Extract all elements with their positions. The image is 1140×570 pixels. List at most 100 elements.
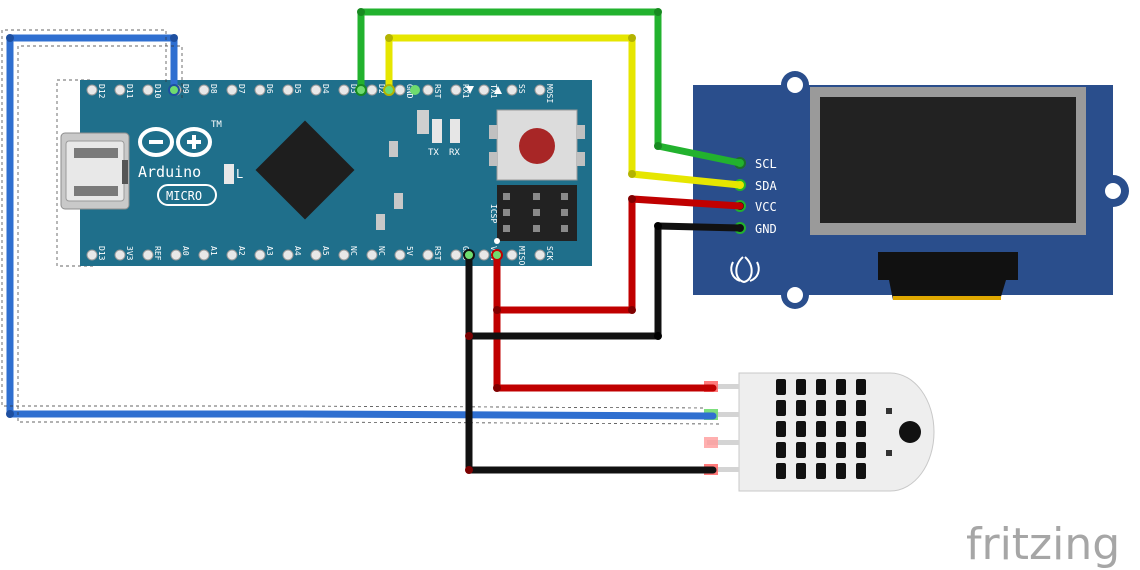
- header-pin[interactable]: [142, 84, 154, 96]
- oled-pin-label: VCC: [755, 200, 777, 214]
- arduino-brand-suffix: L: [236, 167, 243, 181]
- pin-label: RX1: [461, 84, 470, 99]
- grille-slot: [816, 463, 826, 479]
- sensor-mount-hole: [899, 421, 921, 443]
- header-pin[interactable]: [366, 249, 378, 261]
- grille-slot: [796, 463, 806, 479]
- pin-label: D2: [377, 84, 386, 94]
- header-pin[interactable]: [534, 249, 546, 261]
- header-pin[interactable]: [450, 84, 462, 96]
- pin-connection: [168, 84, 180, 96]
- header-pin[interactable]: [114, 84, 126, 96]
- sensor-vent: [886, 450, 892, 456]
- header-pin[interactable]: [338, 84, 350, 96]
- model-badge: [157, 184, 217, 206]
- pin-label: A2: [237, 246, 246, 256]
- header-pin[interactable]: [506, 84, 518, 96]
- yellow-sda-wire[interactable]: [385, 34, 744, 189]
- tx-label: TX: [428, 148, 439, 158]
- header-pin[interactable]: [86, 84, 98, 96]
- oled-display-module[interactable]: SCL SDA VCC GND: [693, 71, 1129, 309]
- header-pin[interactable]: [450, 249, 462, 261]
- header-pin[interactable]: [338, 249, 350, 261]
- black-gnd-wire[interactable]: [465, 222, 744, 474]
- seeed-logo-icon: [730, 261, 760, 282]
- sensor-pin-1: [707, 384, 739, 389]
- capacitor: [389, 141, 398, 157]
- pin-connection: [463, 249, 475, 261]
- pin-connection: [355, 84, 367, 96]
- pin-label: RST: [433, 246, 442, 261]
- header-pin[interactable]: [254, 84, 266, 96]
- pin-label: D9: [181, 84, 190, 94]
- dht22-sensor[interactable]: [704, 372, 935, 492]
- header-pin[interactable]: [86, 249, 98, 261]
- header-pin[interactable]: [394, 249, 406, 261]
- header-pin[interactable]: [478, 249, 490, 261]
- grille-slot: [836, 463, 846, 479]
- grille-slot: [776, 421, 786, 437]
- arduino-micro-board[interactable]: TM Arduino L MICRO TX RX: [56, 79, 592, 267]
- header-pin[interactable]: [142, 249, 154, 261]
- header-pin[interactable]: [170, 249, 182, 261]
- pin-connection: [491, 249, 503, 261]
- header-pin[interactable]: [422, 249, 434, 261]
- flex-cable: [878, 252, 1018, 300]
- header-pin[interactable]: [198, 249, 210, 261]
- pin-label: D6: [265, 84, 274, 94]
- oled-screen: [820, 97, 1076, 223]
- seeed-logo-icon: [735, 256, 753, 284]
- header-pin[interactable]: [506, 249, 518, 261]
- header-pin[interactable]: [478, 84, 490, 96]
- flex-cable-contact: [893, 296, 1001, 300]
- grille-slot: [836, 421, 846, 437]
- pin-label: A3: [265, 246, 274, 256]
- grille-slot: [816, 442, 826, 458]
- header-pin[interactable]: [422, 84, 434, 96]
- pin-highlight: [704, 437, 718, 448]
- capacitor: [376, 214, 385, 230]
- header-pin[interactable]: [114, 249, 126, 261]
- mount-hole: [1105, 183, 1121, 199]
- grille-slot: [796, 421, 806, 437]
- led-pad: [417, 110, 429, 134]
- mount-hole: [787, 287, 803, 303]
- icsp-label: ICSP: [489, 204, 498, 223]
- grille-slot: [816, 421, 826, 437]
- header-pin[interactable]: [366, 84, 378, 96]
- header-pin[interactable]: [254, 249, 266, 261]
- pin-label: 3V3: [125, 246, 134, 261]
- header-pin[interactable]: [282, 84, 294, 96]
- pin-label: SCK: [545, 246, 554, 261]
- reset-button[interactable]: [489, 109, 585, 181]
- header-pin[interactable]: [226, 249, 238, 261]
- sensor-pin-3: [707, 440, 739, 445]
- microcontroller-chip: [255, 120, 355, 220]
- blue-data-wire[interactable]: [1, 29, 722, 425]
- header-pin[interactable]: [310, 84, 322, 96]
- header-pin[interactable]: [198, 84, 210, 96]
- green-scl-wire[interactable]: [357, 8, 744, 167]
- pin-label: D11: [125, 84, 134, 99]
- grille-slot: [776, 379, 786, 395]
- pin1-dot: [494, 238, 500, 244]
- pin-connection: [383, 84, 395, 96]
- header-pin[interactable]: [394, 84, 406, 96]
- pin-label: SS: [517, 84, 526, 94]
- header-pin[interactable]: [310, 249, 322, 261]
- grille-slot: [836, 379, 846, 395]
- pin-label: RST: [433, 84, 442, 99]
- trademark-label: TM: [211, 120, 222, 130]
- oled-pin-label: SCL: [755, 157, 777, 171]
- rx-led: [450, 119, 460, 143]
- pin-label: D12: [97, 84, 106, 99]
- header-pin[interactable]: [282, 249, 294, 261]
- pin-label: D3: [349, 84, 358, 94]
- tx-led: [432, 119, 442, 143]
- pin-label: D4: [321, 84, 330, 94]
- pin-label: D8: [209, 84, 218, 94]
- header-pin[interactable]: [226, 84, 238, 96]
- header-pin[interactable]: [534, 84, 546, 96]
- pin-label: D5: [293, 84, 302, 94]
